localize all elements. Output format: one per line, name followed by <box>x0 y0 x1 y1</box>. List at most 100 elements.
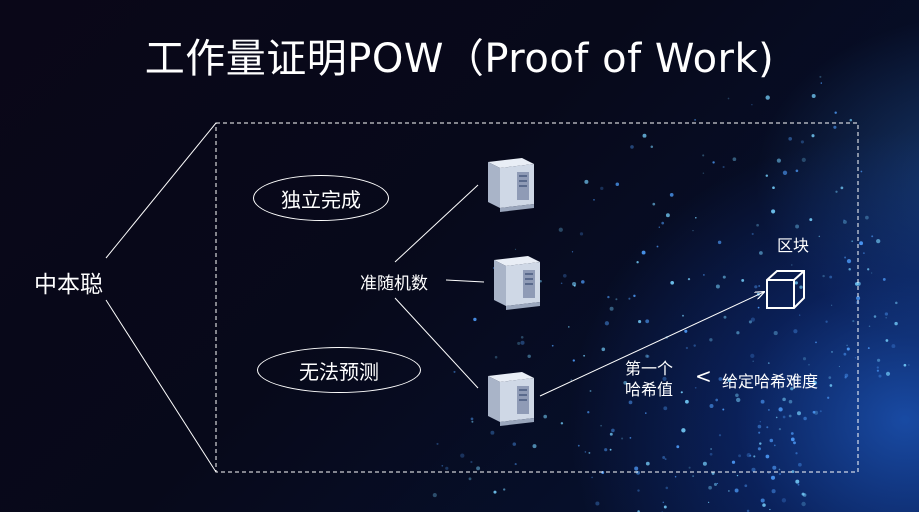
particle-dot <box>637 489 640 492</box>
particle-dot <box>798 462 802 467</box>
particle-dot <box>665 213 670 218</box>
particle-dot <box>846 258 852 264</box>
particle-dot <box>470 460 473 464</box>
random-to-server-top <box>394 184 479 263</box>
particle-dot <box>694 119 696 121</box>
particle-dot <box>712 161 715 164</box>
particle-dot <box>820 82 822 84</box>
particle-dot <box>716 482 719 485</box>
particle-dot <box>468 477 472 481</box>
particle-dot <box>831 350 833 353</box>
particle-dot <box>758 431 761 434</box>
particle-dot <box>517 341 521 345</box>
particle-dot <box>645 319 650 324</box>
particle-dot <box>688 466 691 469</box>
particle-dot <box>795 224 800 229</box>
particle-dot <box>558 227 563 232</box>
particle-dot <box>807 381 810 385</box>
particle-dot <box>600 424 602 427</box>
oval-independent-text: 独立完成 <box>281 187 361 212</box>
particle-dot <box>568 326 570 328</box>
particle-dot <box>796 411 802 416</box>
particle-dot <box>736 397 741 403</box>
particle-dot <box>520 336 524 339</box>
particle-dot <box>793 441 796 445</box>
particle-dot <box>685 346 689 350</box>
particle-dot <box>846 347 850 351</box>
particle-dot <box>732 157 737 162</box>
particle-dot <box>734 488 739 493</box>
particle-dot <box>634 466 639 471</box>
particle-dot <box>844 376 847 379</box>
particle-dot <box>560 422 564 425</box>
particle-dot <box>736 474 739 477</box>
particle-dot <box>609 432 613 436</box>
particle-dot <box>713 482 718 486</box>
particle-dot <box>572 359 575 362</box>
server-icon-middle <box>494 256 540 310</box>
particle-dot <box>891 344 896 349</box>
particle-dot <box>757 306 760 309</box>
particle-dot <box>771 489 776 494</box>
particle-dot <box>799 285 803 289</box>
particle-dot <box>754 285 758 289</box>
particle-dot <box>583 354 586 357</box>
particle-dot <box>711 471 715 475</box>
particle-dot <box>778 472 782 476</box>
particle-dot <box>441 464 444 467</box>
particle-dot <box>662 376 667 381</box>
slide-title: 工作量证明POW（Proof of Work) <box>144 36 775 82</box>
particle-dot <box>664 458 667 461</box>
particle-dot <box>702 172 705 175</box>
founder-line-bottom <box>105 299 217 473</box>
particle-dot <box>661 221 665 225</box>
particle-dot <box>757 447 761 451</box>
particle-dot <box>560 282 563 285</box>
particle-dot <box>676 445 680 449</box>
particle-dot <box>702 461 707 466</box>
particle-dot <box>494 355 498 359</box>
particle-dot <box>445 466 449 470</box>
particle-dot <box>738 454 742 458</box>
particle-dot <box>867 268 870 271</box>
particle-dot <box>767 408 770 411</box>
particle-dot <box>782 397 786 402</box>
particle-dot <box>670 280 675 285</box>
particle-dot <box>828 376 832 379</box>
particle-dot <box>752 360 754 363</box>
particle-dot <box>801 501 806 507</box>
particle-dot <box>432 493 437 498</box>
particle-dot <box>674 475 677 478</box>
particle-dot <box>514 463 517 466</box>
particle-dot <box>543 414 548 419</box>
particle-dot <box>746 509 750 512</box>
particle-dot <box>782 170 788 175</box>
particle-dot <box>812 410 816 414</box>
particle-dot <box>840 186 844 190</box>
particle-dot <box>859 241 864 246</box>
particle-dot <box>790 437 795 442</box>
particle-dot <box>795 452 798 455</box>
particle-dot <box>663 406 668 411</box>
particle-dot <box>772 186 775 190</box>
particle-dot <box>876 238 881 244</box>
particle-dot <box>562 273 567 278</box>
first-hash-line1: 第一个 <box>625 359 674 378</box>
particle-dot <box>846 344 848 347</box>
particle-dot <box>722 275 726 279</box>
particle-dot <box>765 174 769 177</box>
particle-dot <box>756 223 759 227</box>
particle-dot <box>470 417 474 421</box>
server-icon-top <box>488 158 534 212</box>
particle-dot <box>715 284 720 289</box>
particle-dot <box>710 448 712 450</box>
particle-dot <box>749 454 752 457</box>
particle-dot <box>753 455 756 458</box>
particle-dot <box>877 358 881 362</box>
particle-dot <box>709 404 714 408</box>
particle-dot <box>825 320 828 323</box>
particle-dot <box>490 430 495 435</box>
particle-dot <box>636 261 639 264</box>
